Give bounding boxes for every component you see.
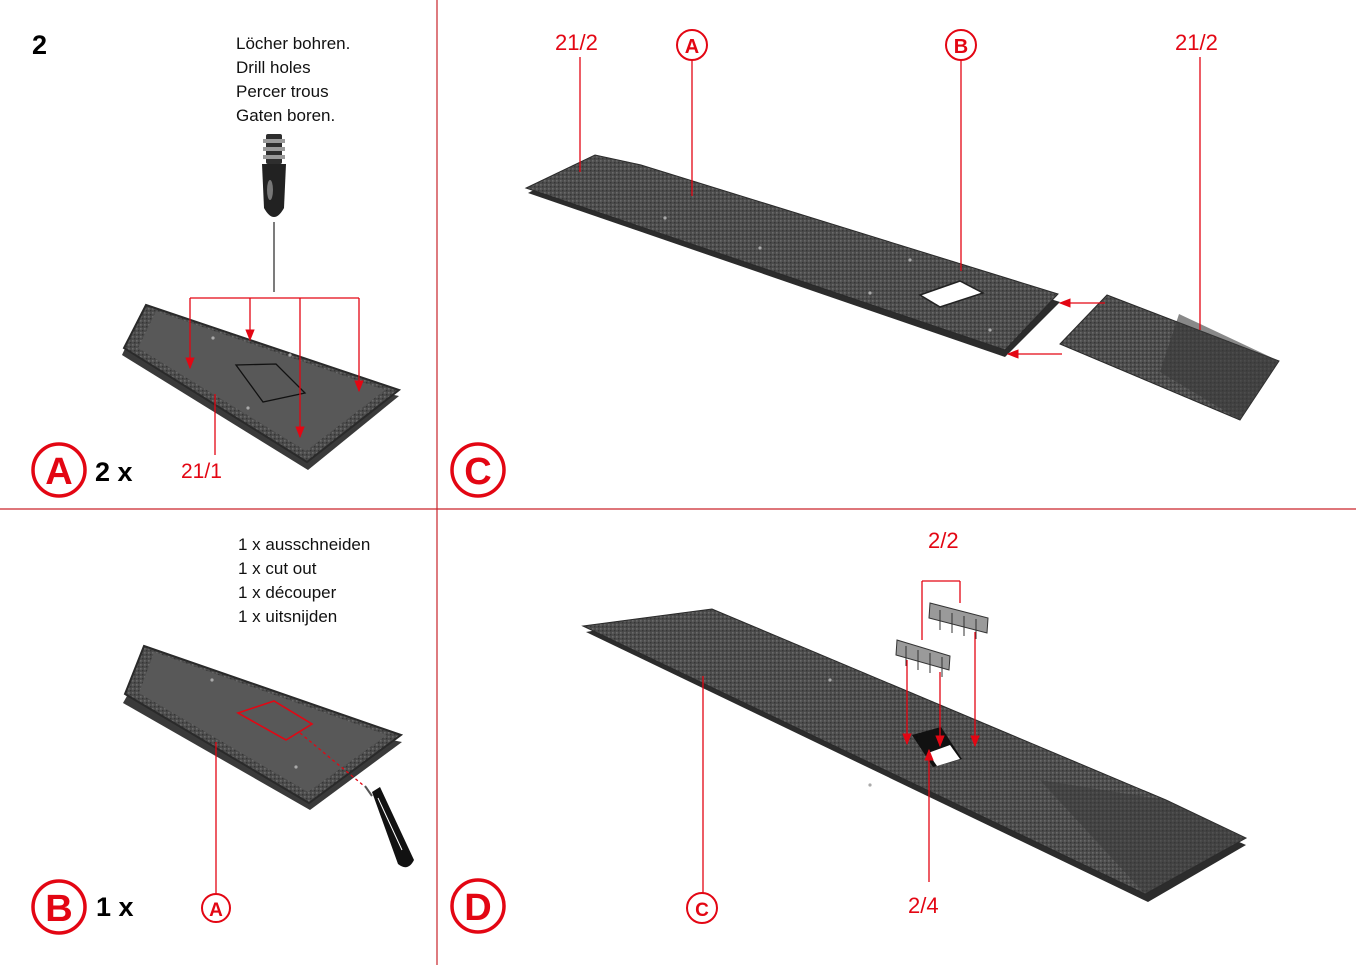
instructions-a: Löcher bohren. Drill holes Percer trous … (236, 34, 350, 125)
badge-part-a: A (677, 30, 707, 60)
instruction-line: 1 x uitsnijden (238, 607, 337, 626)
svg-text:C: C (464, 451, 491, 493)
instruction-line: Gaten boren. (236, 106, 335, 125)
craft-knife-icon (365, 786, 414, 867)
instruction-line: 1 x cut out (238, 559, 317, 578)
part-label-21-2-left: 21/2 (555, 30, 598, 55)
fence-part-2-2-lower (896, 640, 950, 677)
panel-a: 2 Löcher bohren. Drill holes Percer trou… (32, 30, 399, 496)
badge-a: A (33, 444, 85, 496)
tray-part-21-1 (122, 305, 399, 470)
badge-part-c: C (687, 893, 717, 923)
badge-a-letter: A (45, 451, 72, 493)
svg-text:C: C (695, 900, 709, 921)
panel-d: 2/2 2/4 (452, 528, 1246, 932)
long-plate-part-a (526, 155, 1060, 357)
step-number: 2 (32, 30, 47, 60)
ramp-part-21-2 (1060, 295, 1279, 420)
instruction-line: Percer trous (236, 82, 329, 101)
panel-b: 1 x ausschneiden 1 x cut out 1 x découpe… (33, 535, 414, 933)
svg-text:B: B (954, 36, 968, 58)
panel-c: 21/2 21/2 A B (452, 30, 1279, 496)
part-label-21-1: 21/1 (181, 460, 222, 483)
svg-text:B: B (45, 888, 72, 930)
svg-text:A: A (209, 900, 223, 921)
instruction-line: 1 x découper (238, 583, 337, 602)
tray-part-a (123, 646, 402, 810)
part-label-2-2: 2/2 (928, 528, 959, 553)
part-label-2-4: 2/4 (908, 893, 939, 918)
badge-c: C (452, 444, 504, 496)
badge-d: D (452, 880, 504, 932)
hand-drill-icon (262, 134, 286, 292)
badge-b: B (33, 881, 85, 933)
part-label-21-2-right: 21/2 (1175, 30, 1218, 55)
instruction-line: 1 x ausschneiden (238, 535, 370, 554)
instructions-b: 1 x ausschneiden 1 x cut out 1 x découpe… (238, 535, 370, 626)
badge-part-a-b: A (202, 894, 230, 922)
svg-text:A: A (685, 36, 699, 58)
fence-part-2-2-upper (929, 603, 988, 639)
badge-part-b: B (946, 30, 976, 60)
svg-text:D: D (464, 887, 491, 929)
instruction-line: Löcher bohren. (236, 34, 350, 53)
quantity-b: 1 x (96, 892, 134, 922)
instruction-line: Drill holes (236, 58, 311, 77)
quantity-a: 2 x (95, 457, 133, 487)
